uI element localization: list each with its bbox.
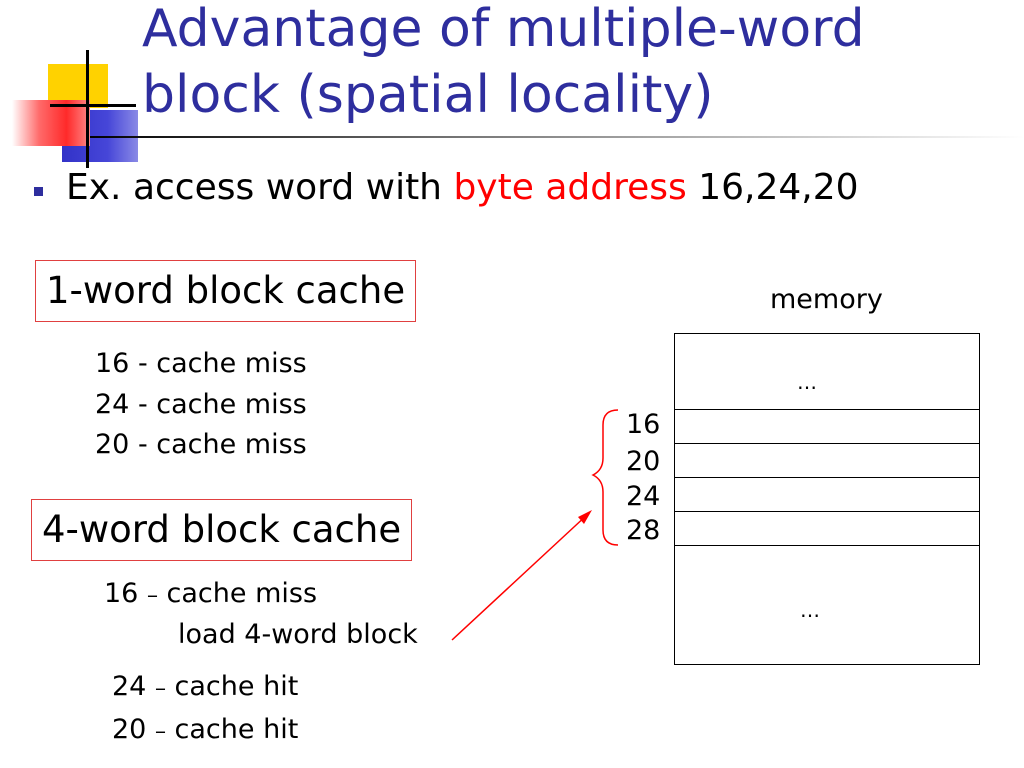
memory-row-divider: [674, 477, 980, 478]
memory-row-divider: [674, 443, 980, 444]
one-word-line-3: 20 - cache miss: [95, 429, 307, 460]
memory-top-ellipsis: …: [797, 370, 817, 394]
address-range-brace: [591, 409, 619, 546]
dash: –: [154, 719, 166, 744]
memory-row-divider: [674, 409, 980, 410]
logo-horizontal-line: [50, 104, 136, 107]
bullet-highlight: byte address: [453, 167, 687, 208]
four-word-line-1: 16 – cache miss: [104, 578, 317, 612]
bullet-text: Ex. access word with byte address 16,24,…: [66, 166, 859, 210]
title-divider: [90, 136, 1024, 138]
one-word-cache-label: 1-word block cache: [35, 260, 417, 322]
memory-row-divider: [674, 511, 980, 512]
load-block-arrow-head: [578, 510, 592, 524]
memory-address-24: 24: [626, 481, 661, 512]
load-block-arrow-line: [451, 513, 589, 641]
slide-title: Advantage of multiple-word block (spatia…: [142, 0, 865, 125]
one-word-line-1: 16 - cache miss: [95, 348, 307, 379]
four-word-cache-label: 4-word block cache: [31, 499, 413, 561]
memory-address-16: 16: [626, 409, 661, 440]
memory-bottom-ellipsis: …: [800, 598, 820, 622]
four-word-line-4: 20 – cache hit: [112, 714, 298, 748]
result-text: cache miss: [166, 578, 318, 609]
bullet-prefix: Ex. access word with: [66, 167, 454, 208]
access-number: 24: [112, 671, 147, 702]
four-word-line-3: 24 – cache hit: [112, 671, 298, 705]
access-number: 20: [112, 714, 147, 745]
bullet-suffix: 16,24,20: [686, 167, 859, 208]
four-word-line-2: load 4-word block: [178, 619, 418, 650]
access-number: 16: [104, 578, 139, 609]
bullet-square-icon: [34, 187, 43, 196]
memory-label: memory: [770, 284, 883, 315]
logo-vertical-line: [86, 50, 89, 168]
memory-block: [674, 333, 980, 665]
result-text: cache hit: [174, 671, 299, 702]
logo-red-square: [12, 100, 90, 146]
dash: –: [146, 583, 158, 608]
memory-row-divider: [674, 545, 980, 546]
memory-address-20: 20: [626, 446, 661, 477]
memory-address-28: 28: [626, 515, 661, 546]
dash: –: [154, 676, 166, 701]
result-text: cache hit: [174, 714, 299, 745]
one-word-line-2: 24 - cache miss: [95, 389, 307, 420]
